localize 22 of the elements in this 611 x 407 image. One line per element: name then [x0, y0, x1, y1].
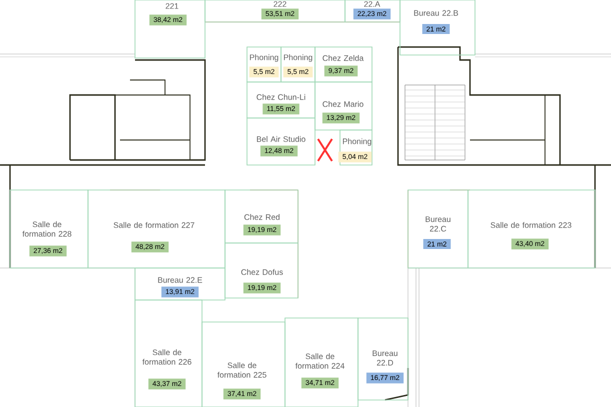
room-name: Chez Zelda	[322, 55, 364, 61]
room-name: Salle de formation 225	[217, 362, 266, 378]
room-name: Bel Air Studio	[256, 136, 306, 142]
room-name: Chez Red	[244, 214, 280, 220]
room-name: Bureau 22.E	[158, 277, 202, 283]
room-name: Salle de formation 227	[114, 222, 194, 228]
room-name: Bureau 22.B	[414, 10, 458, 16]
room-name: Phoning	[284, 54, 312, 62]
room-name: Chez Mario	[322, 101, 364, 107]
room-name: Chez Chun-Li	[256, 94, 306, 100]
room-name: Bureau 22.C	[426, 216, 450, 232]
room-name: Salle de formation 226	[142, 349, 192, 365]
room-name: 22.A	[364, 1, 380, 7]
room-name: Chez Dofus	[241, 269, 283, 275]
room-name: Bureau 22.D	[372, 350, 398, 366]
room-name: Salle de formation 228	[22, 221, 72, 237]
room-name: 221	[166, 3, 178, 9]
room-name: Phoning	[250, 54, 278, 62]
room-name: Salle de formation 223	[490, 222, 572, 228]
room-name: Salle de formation 224	[295, 353, 344, 369]
room-name: 222	[274, 1, 286, 7]
room-name: Phoning	[342, 138, 372, 146]
